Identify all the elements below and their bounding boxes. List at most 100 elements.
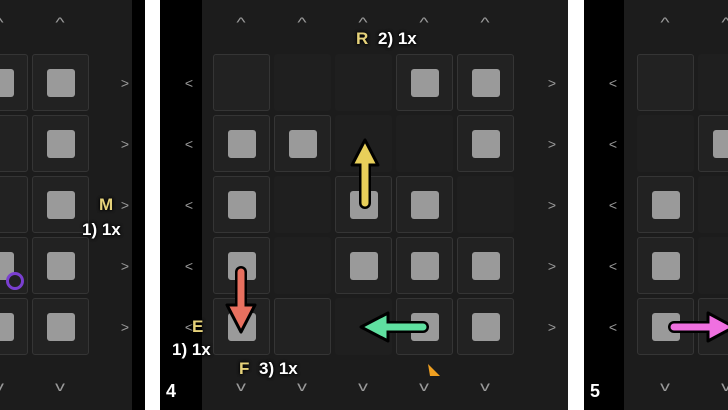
grid-cell[interactable]: [213, 54, 270, 111]
shift-down-0-icon[interactable]: v: [236, 378, 246, 394]
tile: [472, 130, 500, 158]
grid-cell[interactable]: [457, 115, 514, 172]
shift-left-4-icon[interactable]: <: [184, 319, 194, 335]
grid-cell[interactable]: [32, 115, 89, 172]
shift-left-3-icon[interactable]: <: [184, 258, 194, 274]
shift-left-2-icon[interactable]: <: [608, 197, 618, 213]
grid-cell[interactable]: [457, 298, 514, 355]
shift-right-4-icon[interactable]: >: [547, 319, 557, 335]
tile: [47, 130, 75, 158]
shift-down-1-icon[interactable]: v: [55, 378, 65, 394]
shift-up-2-icon[interactable]: ^: [358, 14, 368, 30]
shift-right-0-icon[interactable]: >: [547, 75, 557, 91]
grid-cell[interactable]: [396, 115, 453, 172]
shift-left-0-icon[interactable]: <: [608, 75, 618, 91]
step-label-1: 1) 1x: [172, 340, 211, 359]
shift-up-0-icon[interactable]: ^: [660, 14, 670, 30]
tile: [47, 69, 75, 97]
tile: [228, 191, 256, 219]
grid-cell[interactable]: [698, 176, 728, 233]
shift-up-4-icon[interactable]: ^: [480, 14, 490, 30]
shift-up-3-icon[interactable]: ^: [419, 14, 429, 30]
shift-down-2-icon[interactable]: v: [358, 378, 368, 394]
shift-right-2-icon[interactable]: >: [120, 197, 130, 213]
tile: [472, 313, 500, 341]
grid-cell[interactable]: [274, 176, 331, 233]
tile: [228, 130, 256, 158]
grid-cell[interactable]: [0, 298, 28, 355]
grid-cell[interactable]: [32, 298, 89, 355]
shift-right-4-icon[interactable]: >: [120, 319, 130, 335]
grid-cell[interactable]: [396, 176, 453, 233]
shift-left-1-icon[interactable]: <: [184, 136, 194, 152]
shift-left-1-icon[interactable]: <: [608, 136, 618, 152]
tile: [411, 69, 439, 97]
shift-up-0-icon[interactable]: ^: [236, 14, 246, 30]
shift-left-2-icon[interactable]: <: [184, 197, 194, 213]
shift-right-1-icon[interactable]: >: [547, 136, 557, 152]
grid-cell[interactable]: [637, 237, 694, 294]
key-label-e: E: [192, 317, 204, 336]
grid-cell[interactable]: [274, 54, 331, 111]
step-label: 1) 1x: [82, 220, 121, 239]
grid-cell[interactable]: [32, 237, 89, 294]
shift-right-3-icon[interactable]: >: [120, 258, 130, 274]
grid-cell[interactable]: [335, 54, 392, 111]
grid-cell[interactable]: [698, 115, 728, 172]
grid-cell[interactable]: [213, 176, 270, 233]
tile: [350, 252, 378, 280]
shift-down-0-icon[interactable]: v: [660, 378, 670, 394]
grid-cell[interactable]: [0, 176, 28, 233]
panel-number: 4: [160, 375, 191, 410]
grid-cell[interactable]: [457, 176, 514, 233]
grid-cell[interactable]: [274, 298, 331, 355]
grid-cell[interactable]: [335, 237, 392, 294]
shift-left-4-icon[interactable]: <: [608, 319, 618, 335]
arrow-up-yellow: [350, 138, 380, 209]
shift-right-2-icon[interactable]: >: [547, 197, 557, 213]
arrow-right-pink: [668, 311, 728, 343]
grid-cell[interactable]: [698, 54, 728, 111]
tile: [411, 191, 439, 219]
grid-cell[interactable]: [698, 237, 728, 294]
shift-down-4-icon[interactable]: v: [480, 378, 490, 394]
puzzle-board: ^ v ^ v > > > > >: [0, 0, 132, 410]
shift-up-0-icon[interactable]: ^: [0, 15, 9, 29]
grid-cell[interactable]: [213, 115, 270, 172]
shift-left-3-icon[interactable]: <: [608, 258, 618, 274]
shift-down-1-icon[interactable]: v: [297, 378, 307, 394]
grid-cell[interactable]: [457, 54, 514, 111]
shift-left-0-icon[interactable]: <: [184, 75, 194, 91]
tile: [472, 69, 500, 97]
shift-up-1-icon[interactable]: ^: [55, 14, 65, 30]
key-label-m: M: [99, 195, 114, 214]
key-label-f: F: [239, 359, 250, 378]
grid-cell[interactable]: [0, 115, 28, 172]
grid-cell[interactable]: [396, 54, 453, 111]
grid-cell[interactable]: [274, 237, 331, 294]
grid-cell[interactable]: [32, 176, 89, 233]
grid-cell[interactable]: [0, 237, 28, 294]
grid-cell[interactable]: [637, 54, 694, 111]
tile: [652, 191, 680, 219]
puzzle-board: ^ v ^ v < < < < <: [609, 0, 728, 410]
grid-cell[interactable]: [0, 54, 28, 111]
shift-right-1-icon[interactable]: >: [120, 136, 130, 152]
move-arrows: [668, 311, 728, 343]
grid-cell[interactable]: [457, 237, 514, 294]
tile: [652, 252, 680, 280]
grid-cell[interactable]: [32, 54, 89, 111]
grid-cell[interactable]: [637, 115, 694, 172]
grid-cell[interactable]: [637, 176, 694, 233]
shift-right-3-icon[interactable]: >: [547, 258, 557, 274]
shift-down-0-icon[interactable]: v: [0, 379, 9, 393]
tile: [47, 252, 75, 280]
shift-up-1-icon[interactable]: ^: [297, 14, 307, 30]
shift-down-1-icon[interactable]: v: [716, 379, 728, 393]
shift-up-1-icon[interactable]: ^: [716, 15, 728, 29]
grid-cell[interactable]: [396, 237, 453, 294]
shift-right-0-icon[interactable]: >: [120, 75, 130, 91]
tile: [411, 252, 439, 280]
grid-cell[interactable]: [274, 115, 331, 172]
shift-down-3-icon[interactable]: v: [419, 378, 429, 394]
